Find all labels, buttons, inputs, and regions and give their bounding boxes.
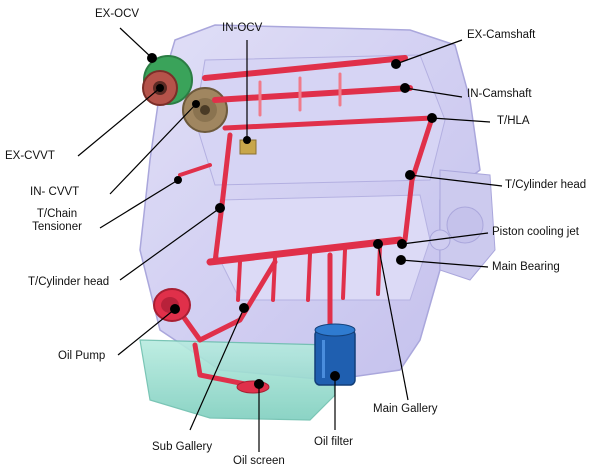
label-t-chain-tensioner-line1: T/Chain: [36, 208, 78, 220]
label-in-camshaft: IN-Camshaft: [467, 88, 532, 100]
label-sub-gallery: Sub Gallery: [152, 441, 213, 453]
label-ex-ocv: EX-OCV: [95, 8, 140, 20]
ex-cvvt-gear: [142, 55, 193, 106]
oil-screen-body: [236, 380, 270, 394]
label-oil-screen: Oil screen: [233, 455, 285, 467]
label-ex-cvvt: EX-CVVT: [5, 150, 55, 162]
label-t-cylinder-head-right: T/Cylinder head: [505, 179, 587, 191]
label-in-cvvt: IN- CVVT: [30, 186, 80, 198]
label-t-hla: T/HLA: [497, 115, 530, 127]
leader-lines: [77, 27, 503, 452]
label-t-chain-tensioner-line2: Tensioner: [32, 221, 82, 233]
label-t-chain-tensioner: T/Chain Tensioner: [12, 208, 102, 234]
label-ex-camshaft: EX-Camshaft: [467, 29, 536, 41]
label-in-ocv: IN-OCV: [222, 22, 263, 34]
pointer-dots: [147, 53, 437, 389]
label-t-cylinder-head-left: T/Cylinder head: [28, 276, 110, 288]
label-piston-cooling-jet: Piston cooling jet: [492, 226, 579, 238]
label-main-gallery: Main Gallery: [373, 403, 438, 415]
label-oil-filter: Oil filter: [314, 436, 353, 448]
label-main-bearing: Main Bearing: [492, 261, 560, 273]
label-oil-pump: Oil Pump: [58, 350, 106, 362]
